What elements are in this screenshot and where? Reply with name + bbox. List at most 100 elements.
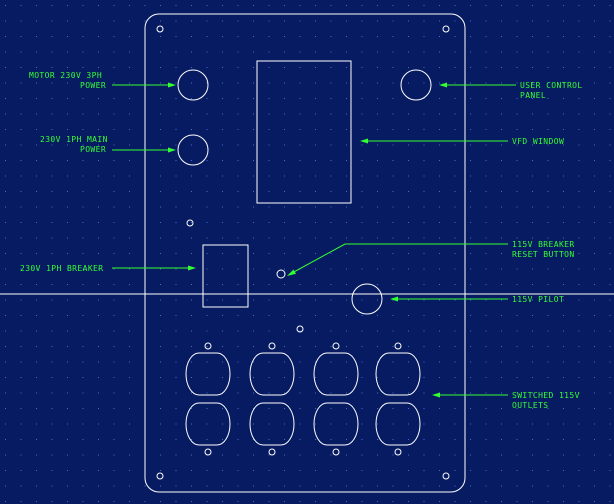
grid-dot [67, 51, 68, 53]
grid-dot [547, 330, 549, 332]
grid-dot [578, 51, 580, 53]
grid-dot [144, 5, 146, 6]
grid-dot [98, 408, 99, 409]
grid-dot [315, 392, 316, 394]
grid-dot [284, 284, 285, 285]
grid-dot [439, 361, 440, 363]
grid-dot [516, 423, 518, 425]
grid-dot [392, 330, 394, 332]
grid-dot [175, 98, 177, 99]
grid-dot [485, 206, 487, 208]
grid-dot [346, 222, 347, 223]
grid-dot [408, 423, 409, 425]
grid-dot [609, 253, 611, 254]
grid-dot [67, 82, 68, 84]
grid-dot [408, 284, 409, 285]
grid-dot [361, 206, 363, 208]
grid-dot [485, 82, 487, 84]
grid-dot [377, 346, 378, 347]
grid-dot [501, 377, 502, 378]
grid-dot [454, 67, 456, 68]
grid-dot [532, 144, 533, 146]
grid-dot [408, 361, 409, 363]
outlet-cutout [185, 402, 231, 446]
grid-dot [392, 191, 394, 192]
grid-dot [299, 144, 301, 146]
grid-dot [330, 377, 332, 378]
grid-dot [532, 5, 533, 6]
grid-dot [191, 299, 192, 301]
grid-dot [20, 160, 22, 161]
grid-dot [237, 222, 239, 223]
grid-dot [547, 237, 549, 239]
grid-dot [423, 470, 425, 471]
grid-dot [222, 175, 223, 177]
grid-dot [330, 191, 332, 192]
grid-dot [20, 392, 22, 394]
grid-dot [315, 36, 316, 37]
grid-dot [253, 485, 254, 487]
grid-dot [222, 191, 223, 192]
vfd-window-cutout [256, 60, 352, 204]
grid-dot [98, 191, 99, 192]
grid-dot [423, 361, 425, 363]
grid-dot [408, 501, 409, 502]
grid-dot [237, 346, 239, 347]
grid-dot [5, 20, 6, 22]
grid-dot [377, 408, 378, 409]
grid-dot [268, 67, 270, 68]
grid-dot [129, 501, 130, 502]
grid-dot [113, 470, 115, 471]
grid-dot [501, 423, 502, 425]
grid-dot [175, 439, 177, 440]
grid-dot [516, 129, 518, 130]
grid-dot [315, 284, 316, 285]
grid-dot [284, 67, 285, 68]
grid-dot [160, 253, 161, 254]
outlet-screw-hole [394, 448, 402, 456]
grid-dot [501, 113, 502, 115]
grid-dot [284, 20, 285, 22]
grid-dot [330, 67, 332, 68]
grid-dot [578, 82, 580, 84]
grid-dot [175, 284, 177, 285]
grid-dot [578, 144, 580, 146]
grid-dot [501, 36, 502, 37]
grid-dot [361, 67, 363, 68]
grid-dot [392, 175, 394, 177]
grid-dot [67, 423, 68, 425]
grid-dot [253, 392, 254, 394]
grid-dot [237, 361, 239, 363]
grid-dot [36, 408, 37, 409]
grid-dot [20, 330, 22, 332]
grid-dot [315, 237, 316, 239]
grid-dot [113, 144, 115, 146]
grid-dot [563, 501, 564, 502]
grid-dot [485, 129, 487, 130]
grid-dot [470, 361, 471, 363]
grid-dot [129, 330, 130, 332]
grid-dot [98, 470, 99, 471]
arrow-outlets [432, 392, 440, 398]
grid-dot [253, 299, 254, 301]
grid-dot [361, 330, 363, 332]
grid-dot [330, 51, 332, 53]
grid-dot [191, 237, 192, 239]
grid-dot [237, 129, 239, 130]
grid-dot [361, 36, 363, 37]
grid-dot [423, 392, 425, 394]
grid-dot [516, 346, 518, 347]
grid-dot [346, 315, 347, 316]
grid-dot [578, 454, 580, 456]
grid-dot [594, 160, 595, 161]
grid-dot [501, 82, 502, 84]
grid-dot [206, 160, 208, 161]
grid-dot [346, 175, 347, 177]
grid-dot [578, 423, 580, 425]
grid-dot [392, 36, 394, 37]
grid-dot [578, 191, 580, 192]
grid-dot [222, 330, 223, 332]
grid-dot [5, 439, 6, 440]
grid-dot [315, 346, 316, 347]
grid-dot [330, 470, 332, 471]
